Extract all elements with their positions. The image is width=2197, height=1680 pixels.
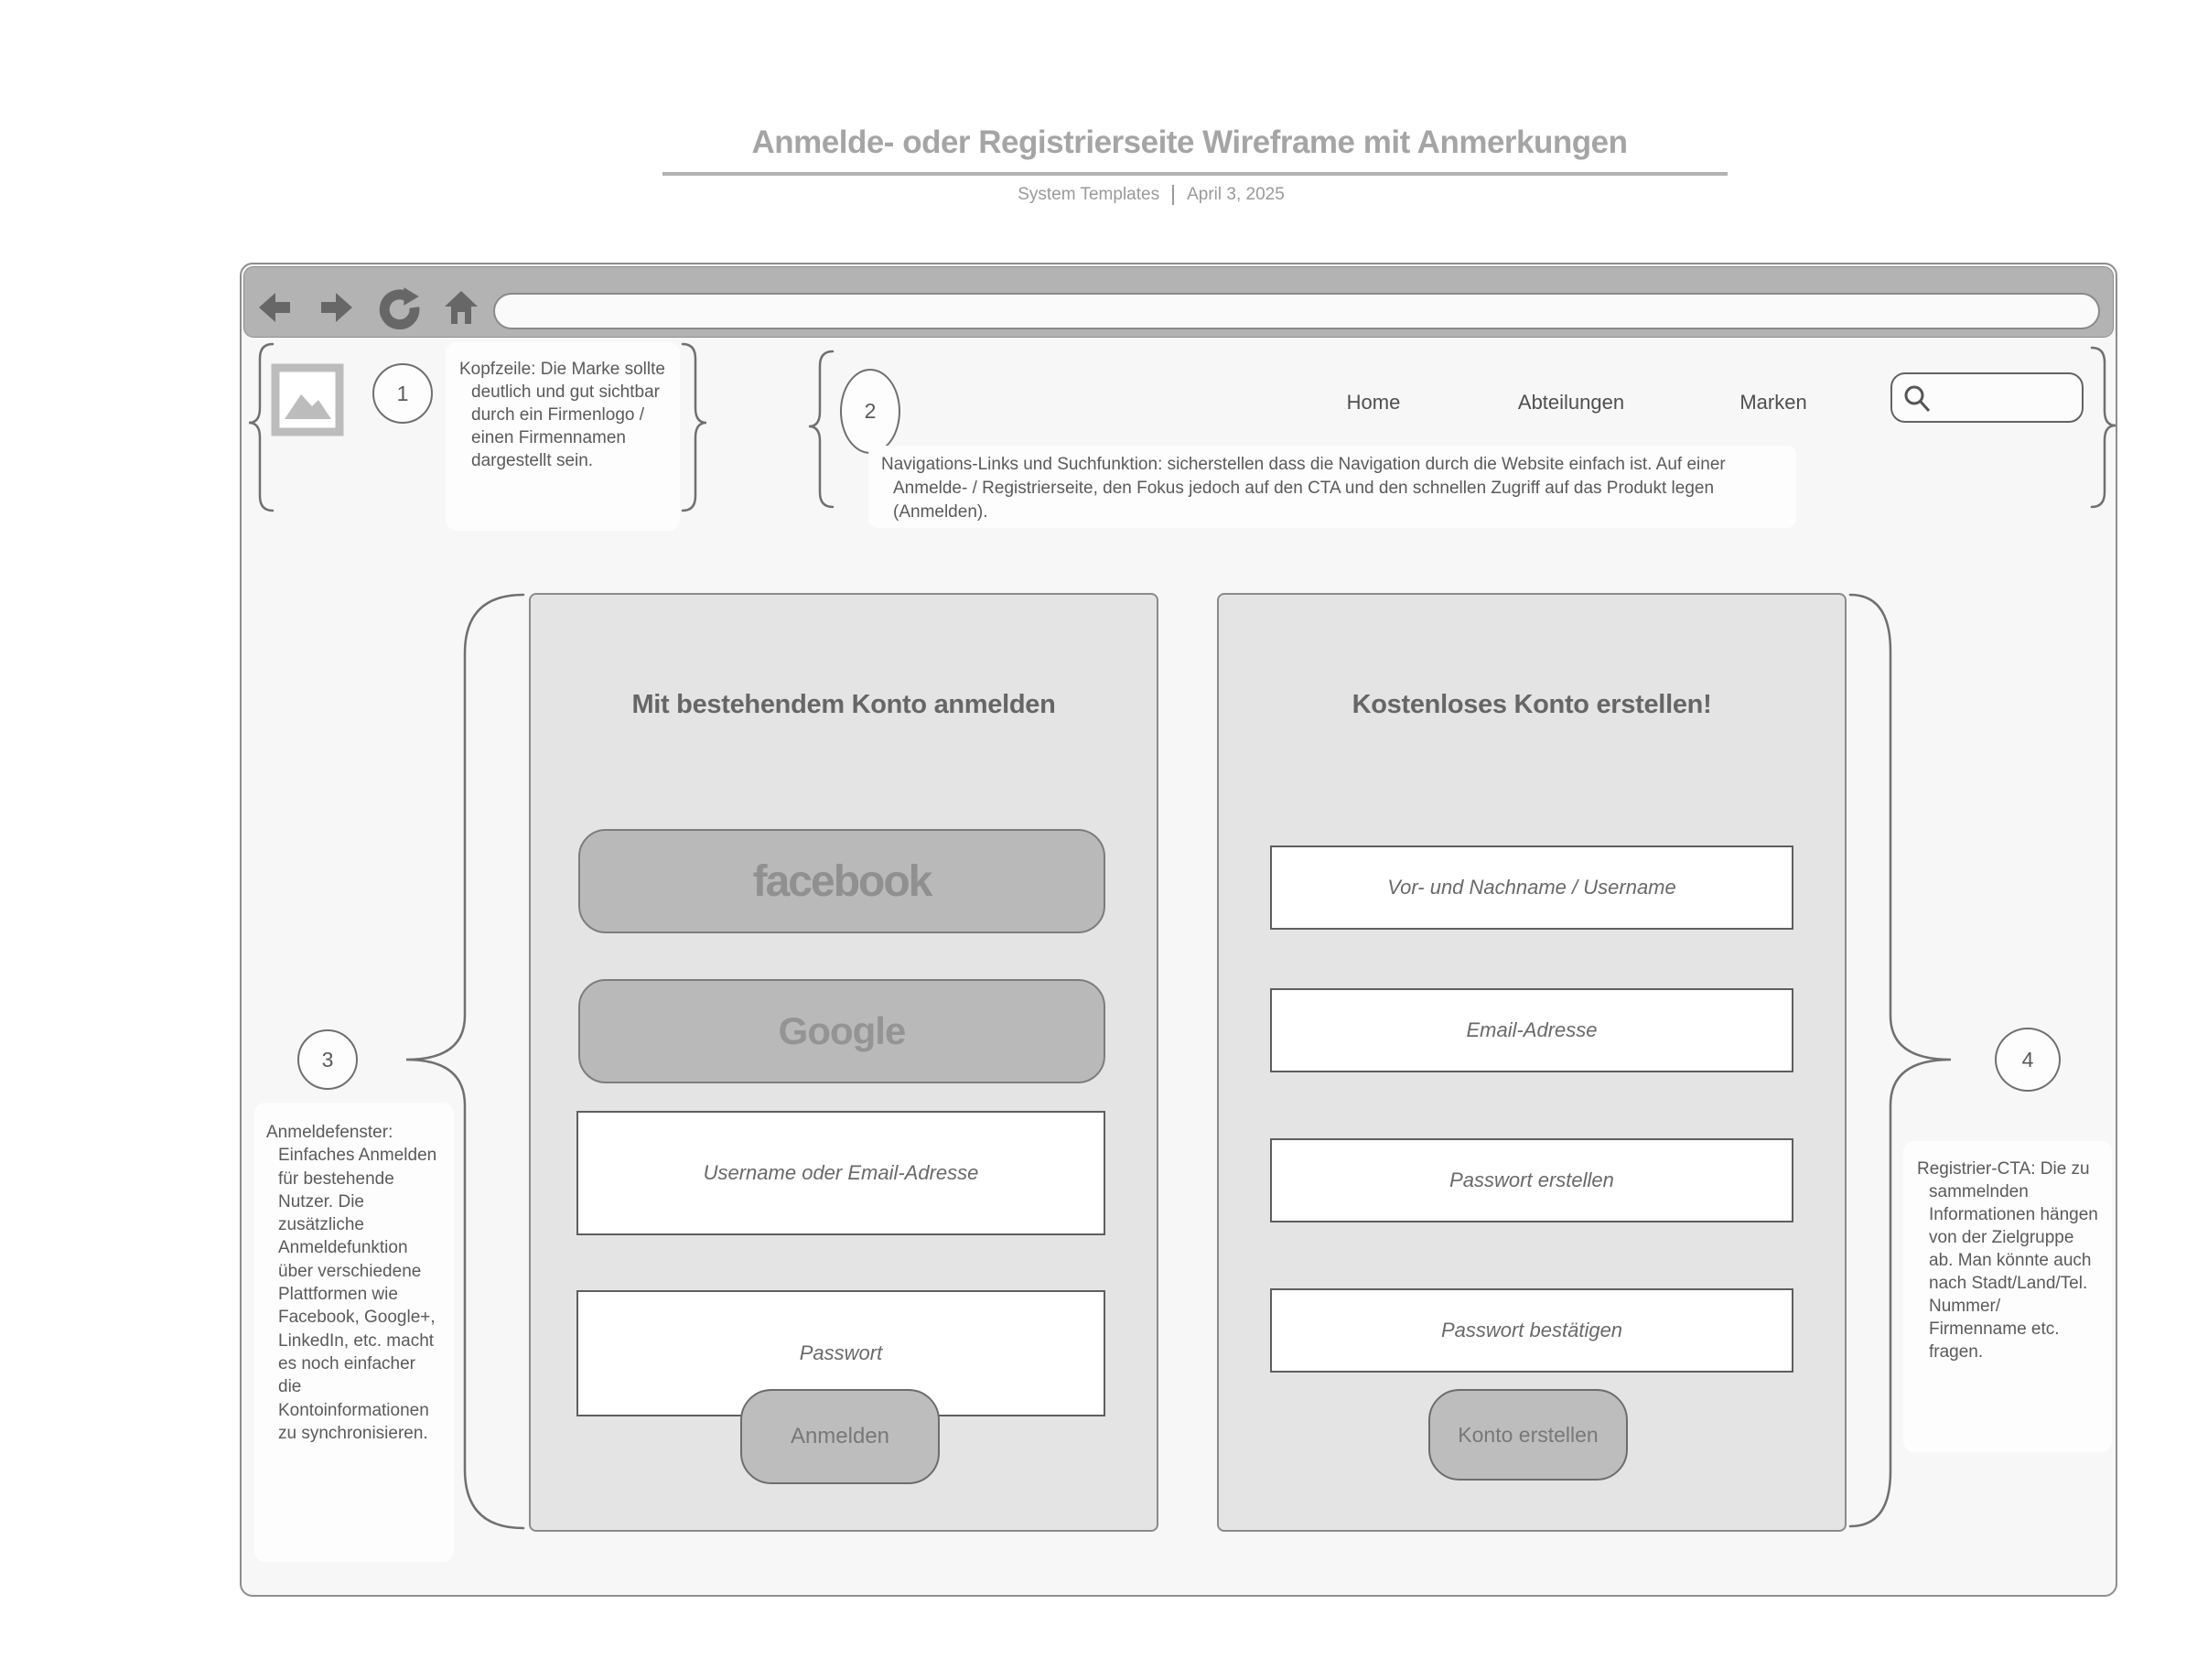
annotation-3-number: 3 bbox=[321, 1047, 334, 1072]
konto-erstellen-button[interactable]: Konto erstellen bbox=[1428, 1389, 1628, 1481]
nav-link-marken[interactable]: Marken bbox=[1739, 391, 1807, 414]
google-logo: Google bbox=[778, 1009, 907, 1052]
signup-panel-heading: Kostenloses Konto erstellen! bbox=[1352, 690, 1712, 719]
back-arrow-icon[interactable] bbox=[255, 289, 292, 326]
username-field[interactable] bbox=[576, 1111, 1105, 1235]
document-meta: System Templates April 3, 2025 bbox=[877, 185, 1426, 205]
annotation-2-text: Navigations-Links und Suchfunktion: sich… bbox=[881, 455, 1726, 522]
login-panel-heading: Mit bestehendem Konto anmelden bbox=[631, 690, 1056, 719]
facebook-logo: facebook bbox=[752, 856, 933, 906]
annotation-4-number: 4 bbox=[2021, 1047, 2034, 1072]
forward-arrow-icon[interactable] bbox=[319, 289, 356, 326]
annotation-4-text: Registrier-CTA: Die zu sammelnden Inform… bbox=[1917, 1159, 2098, 1362]
search-input[interactable] bbox=[1933, 378, 2073, 416]
meta-date: April 3, 2025 bbox=[1187, 185, 1285, 204]
create-password-field[interactable] bbox=[1270, 1138, 1793, 1222]
browser-topbar bbox=[243, 266, 2114, 338]
meta-divider bbox=[1172, 185, 1175, 205]
anmelden-button-label: Anmelden bbox=[790, 1424, 890, 1448]
logo-placeholder-image bbox=[271, 363, 344, 436]
annotation-2-number: 2 bbox=[864, 399, 877, 423]
page-title: Anmelde- oder Registrierseite Wireframe … bbox=[751, 124, 1628, 160]
annotation-3-card: Anmeldefenster: Einfaches Anmelden für b… bbox=[254, 1103, 454, 1562]
konto-erstellen-button-label: Konto erstellen bbox=[1458, 1422, 1599, 1447]
annotation-1-text: Kopfzeile: Die Marke sollte deutlich und… bbox=[459, 360, 665, 470]
nav-link-abteilungen[interactable]: Abteilungen bbox=[1517, 391, 1625, 414]
meta-source: System Templates bbox=[1018, 185, 1160, 204]
search-icon bbox=[1904, 385, 1931, 413]
search-box[interactable] bbox=[1890, 372, 2084, 423]
annotation-3-text: Anmeldefenster: Einfaches Anmelden für b… bbox=[266, 1123, 437, 1443]
home-icon[interactable] bbox=[442, 289, 479, 326]
annotation-3-marker: 3 bbox=[297, 1029, 358, 1090]
annotation-1-marker: 1 bbox=[372, 363, 433, 424]
confirm-password-field[interactable] bbox=[1270, 1288, 1793, 1373]
annotation-1-number: 1 bbox=[396, 381, 409, 405]
google-login-button[interactable]: Google bbox=[578, 979, 1105, 1083]
facebook-login-button[interactable]: facebook bbox=[578, 829, 1105, 933]
title-underline bbox=[662, 172, 1728, 176]
anmelden-button[interactable]: Anmelden bbox=[740, 1389, 940, 1484]
email-field[interactable] bbox=[1270, 988, 1793, 1072]
fullname-field[interactable] bbox=[1270, 845, 1793, 930]
annotation-1-card: Kopfzeile: Die Marke sollte deutlich und… bbox=[446, 342, 680, 531]
address-bar[interactable] bbox=[493, 293, 2100, 329]
nav-link-home[interactable]: Home bbox=[1346, 391, 1401, 414]
annotation-2-marker: 2 bbox=[840, 369, 900, 454]
annotation-2-card: Navigations-Links und Suchfunktion: sich… bbox=[868, 446, 1796, 528]
reload-icon[interactable] bbox=[378, 285, 422, 329]
annotation-4-marker: 4 bbox=[1995, 1028, 2061, 1092]
annotation-4-card: Registrier-CTA: Die zu sammelnden Inform… bbox=[1903, 1141, 2112, 1452]
